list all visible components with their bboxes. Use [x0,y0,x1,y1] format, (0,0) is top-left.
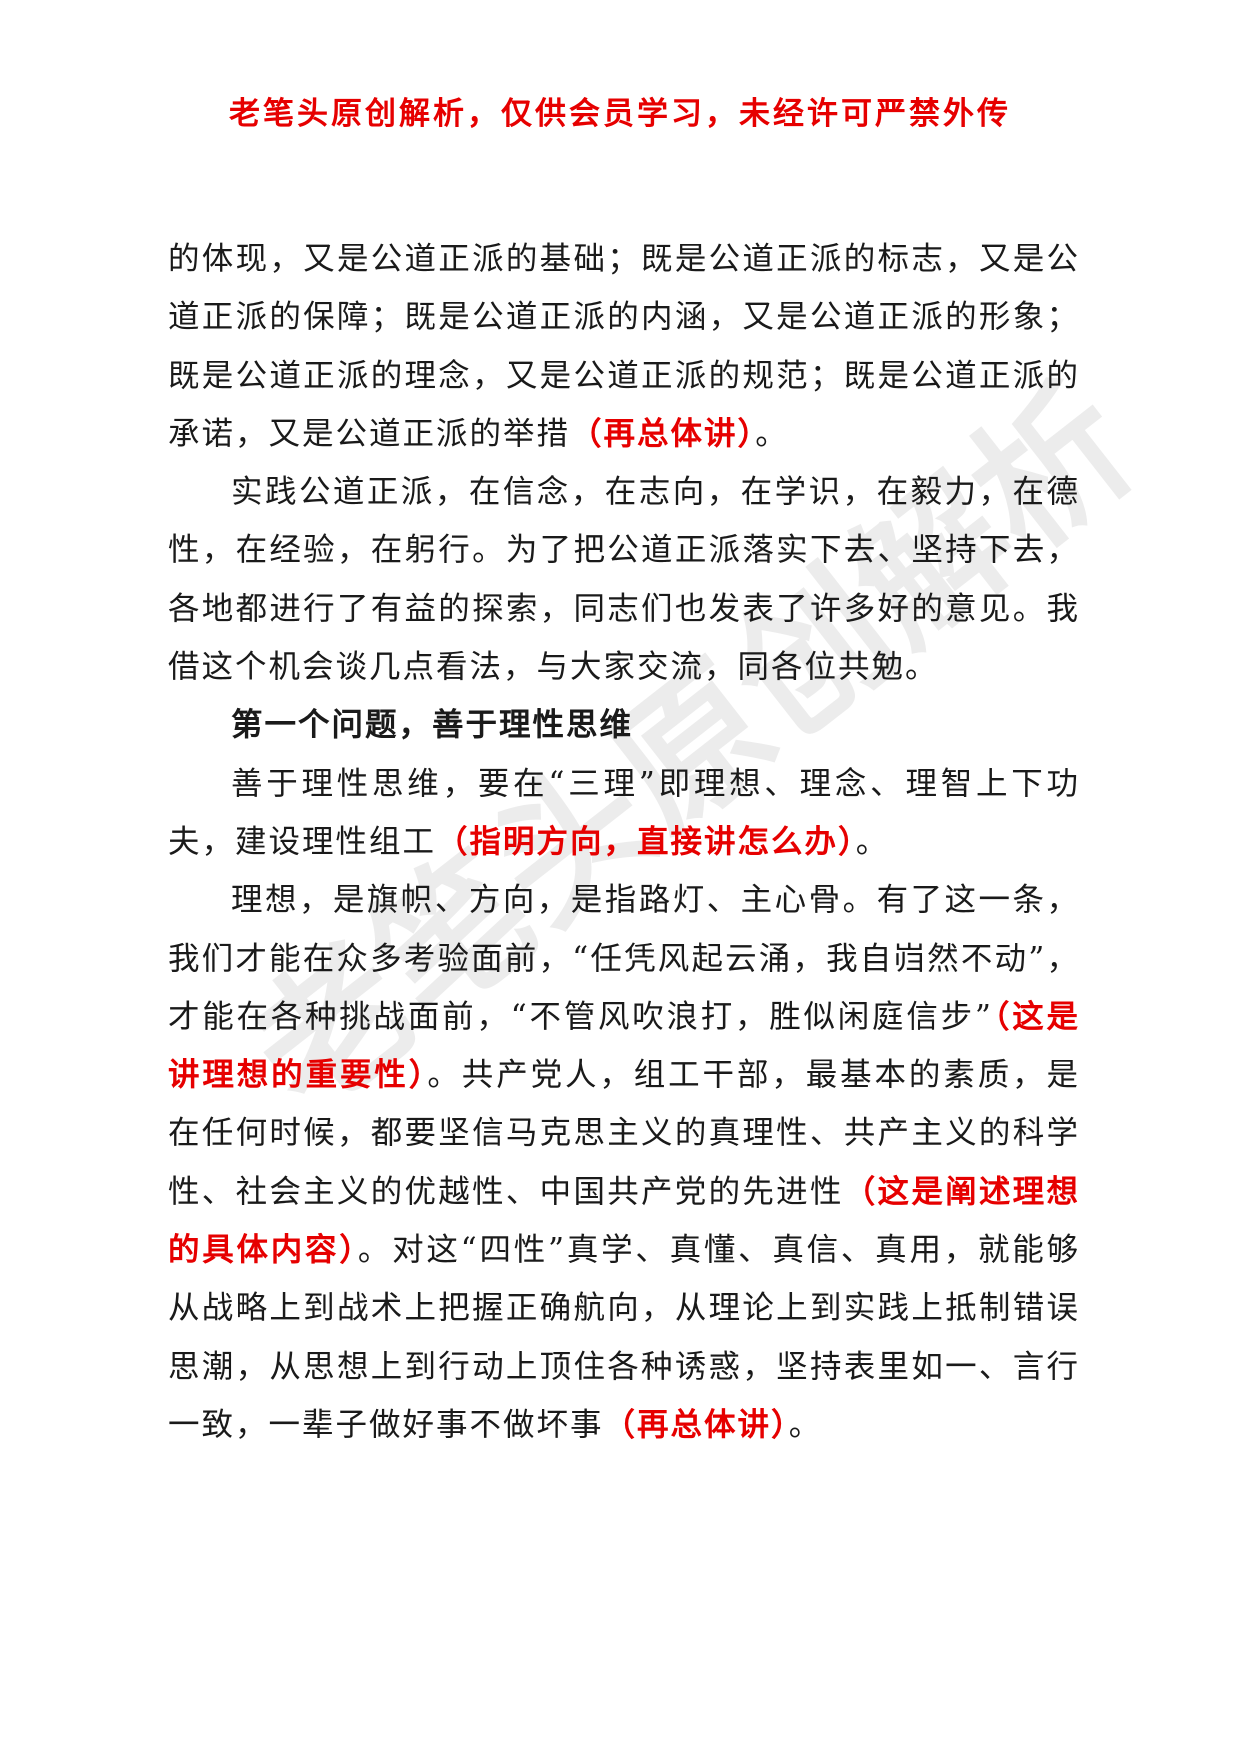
paragraph-4-text-c: 。对这“四性”真学、真懂、真信、真用，就能够从战略上到战术上把握正确航向，从理论… [168,1232,1080,1443]
paragraph-3: 善于理性思维，要在“三理”即理想、理念、理智上下功夫，建设理性组工（指明方向，直… [168,755,1080,872]
paragraph-4: 理想，是旗帜、方向，是指路灯、主心骨。有了这一条，我们才能在众多考验面前，“任凭… [168,871,1080,1454]
paragraph-3-text: 善于理性思维，要在“三理”即理想、理念、理智上下功夫，建设理性组工 [168,765,1080,860]
header-notice: 老笔头原创解析，仅供会员学习，未经许可严禁外传 [229,96,1011,132]
paragraph-4-text-b: 。共产党人，组工干部，最基本的素质，是在任何时候，都要坚信马克思主义的真理性、共… [168,1057,1080,1210]
section-heading: 第一个问题，善于理性思维 [231,707,634,744]
annotation-note: （再总体讲） [603,1405,789,1443]
paragraph-4-end: 。 [788,1406,823,1443]
paragraph-2: 实践公道正派，在信念，在志向，在学识，在毅力，在德性，在经验，在躬行。为了把公道… [168,474,1080,686]
annotation-note: （指明方向，直接讲怎么办） [436,822,856,860]
paragraph-4-text-a: 理想，是旗帜、方向，是指路灯、主心骨。有了这一条，我们才能在众多考验面前，“任凭… [168,882,1080,1035]
annotation-note: （再总体讲） [570,414,756,452]
paragraph-1-text: 的体现，又是公道正派的基础；既是公道正派的标志，又是公道正派的保障；既是公道正派… [168,241,1080,452]
paragraph-1-end: 。 [755,415,789,452]
paragraph-1: 的体现，又是公道正派的基础；既是公道正派的标志，又是公道正派的保障；既是公道正派… [168,230,1080,463]
paragraph-3-end: 。 [855,823,890,860]
annotation-note: （这是阐述理想的具体内容） [168,1172,1080,1269]
annotation-note: （这是讲理想的重要性） [168,997,1080,1094]
document-body: 的体现，又是公道正派的基础；既是公道正派的标志，又是公道正派的保障；既是公道正派… [168,230,1080,1454]
